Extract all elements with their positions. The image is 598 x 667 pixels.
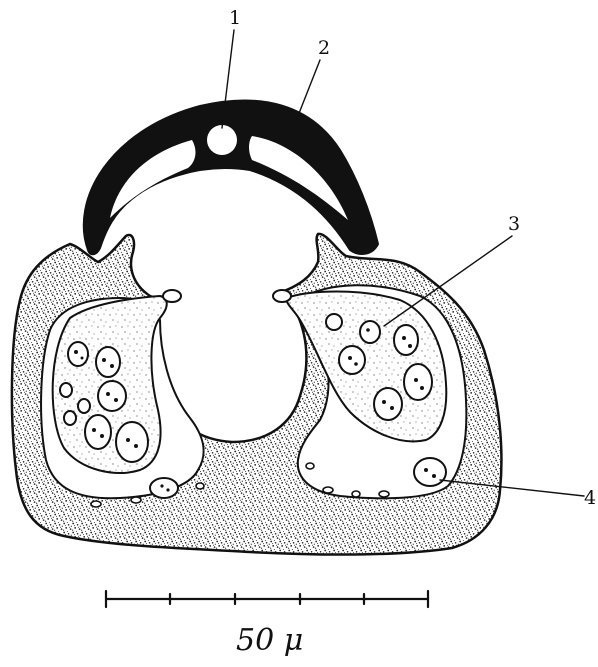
callout-2: 2 — [318, 37, 330, 59]
callout-3: 3 — [508, 213, 520, 235]
left-pore — [163, 290, 181, 302]
callout-1: 1 — [229, 7, 241, 29]
right-pore — [273, 290, 291, 302]
scale-bar-label: 50 μ — [236, 623, 303, 658]
crescent-shell — [84, 100, 378, 254]
scale-bar — [106, 591, 428, 607]
callout-4: 4 — [584, 487, 596, 509]
central-canal — [207, 125, 237, 155]
